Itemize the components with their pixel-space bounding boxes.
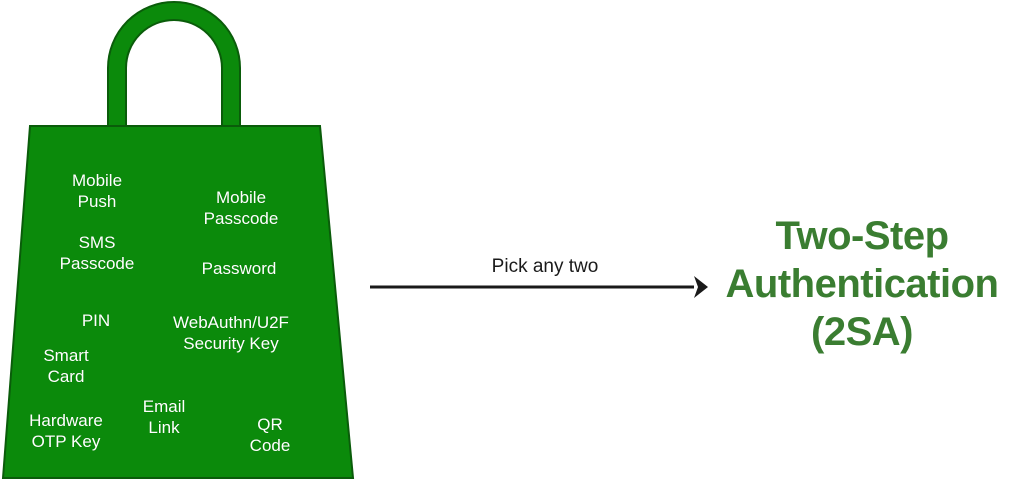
bag-factor-pin: PIN (81, 311, 111, 330)
bag-factor-mobile-push: Mobile Push (71, 171, 123, 211)
result-line-3: (2SA) (811, 310, 913, 354)
bag-body (1, 125, 355, 479)
bag-handle-icon (107, 1, 241, 133)
bag-factor-qr-code: QR Code (249, 415, 291, 455)
flow-arrow (370, 276, 708, 298)
result-heading: Two-Step Authentication (2SA) (700, 212, 1024, 356)
authentication-factor-bag (1, 1, 355, 479)
bag-factor-email-link: Email Link (142, 397, 186, 437)
bag-factor-mobile-passcode: Mobile Passcode (203, 188, 279, 228)
bag-factor-smart-card: Smart Card (43, 346, 89, 386)
result-line-1: Two-Step (775, 214, 949, 258)
bag-factor-hardware-otp-key: Hardware OTP Key (29, 411, 103, 451)
bag-factor-webauthn-u2f-security-key: WebAuthn/U2F Security Key (173, 313, 289, 353)
bag-factor-password: Password (201, 259, 277, 278)
arrow-caption-label: Pick any two (491, 256, 599, 277)
bag-factor-sms-passcode: SMS Passcode (59, 233, 135, 273)
result-line-2: Authentication (725, 262, 999, 306)
arrow-head-icon (694, 276, 708, 298)
